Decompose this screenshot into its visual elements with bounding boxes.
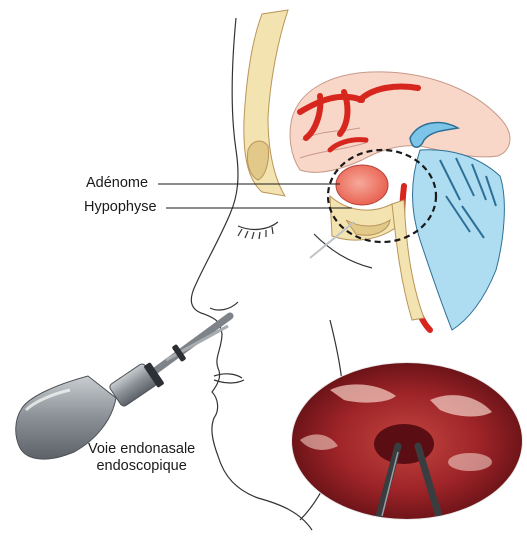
sagittal-section [244,10,510,330]
instrument-shaft [166,326,228,360]
endoscopic-route-line1: Voie endonasale [88,441,195,458]
eyelashes [238,227,273,239]
photo-highlight [448,453,492,471]
endoscopic-route-label: Voie endonasale endoscopique [88,441,195,475]
adenoma [336,165,388,205]
hypophyse-label: Hypophyse [84,199,157,216]
brainstem-csf [413,150,505,330]
endoscopic-photo [290,362,526,522]
adenome-label: Adénome [86,175,148,192]
endoscopic-route-line2: endoscopique [88,458,195,475]
nostril [210,302,238,310]
